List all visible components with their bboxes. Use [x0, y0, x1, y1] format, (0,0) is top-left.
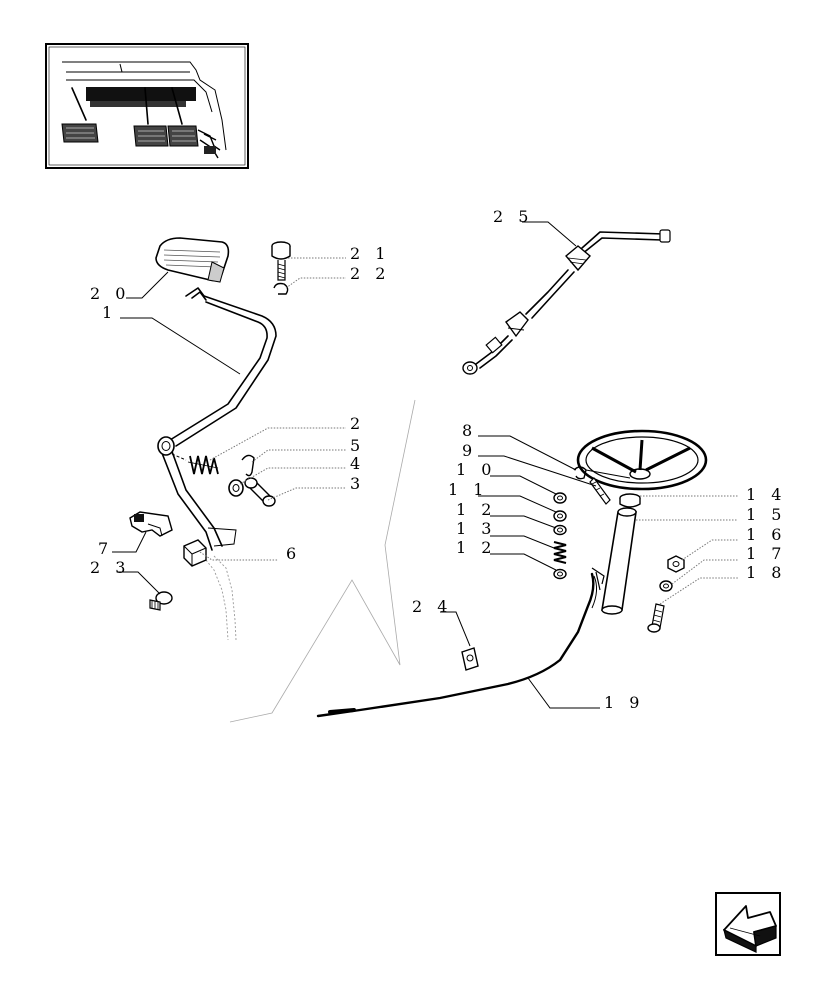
clip-part-24	[461, 647, 479, 671]
washer-part-17	[659, 580, 673, 592]
callout-14: 1 4	[746, 485, 786, 504]
callout-15: 1 5	[746, 505, 786, 524]
callout-20: 2 0	[90, 284, 130, 303]
pedal-pad-part-20	[155, 237, 230, 283]
knob-part-21	[271, 241, 291, 281]
callout-16: 1 6	[746, 525, 786, 544]
locator-thumbnail	[45, 43, 249, 169]
bolt-part-23	[149, 591, 173, 611]
callout-10: 1 0	[456, 460, 496, 479]
bolt-part-18	[647, 603, 665, 633]
steering-wheel	[576, 429, 708, 491]
back-nav-button[interactable]	[715, 892, 781, 956]
callout-11: 1 1	[448, 480, 488, 499]
pedal-assembly	[129, 237, 291, 611]
callout-24: 2 4	[412, 597, 452, 616]
callout-18: 1 8	[746, 563, 786, 582]
steering-assembly	[316, 429, 708, 718]
callout-4: 4	[350, 454, 365, 473]
spring-part-2	[187, 455, 219, 475]
cable-assembly-part-25	[462, 229, 671, 375]
callout-7: 7	[98, 539, 113, 558]
arrow-left-icon	[723, 905, 777, 953]
callout-12a: 1 2	[456, 500, 496, 519]
pin-part-3	[244, 477, 276, 507]
nut-part-10	[553, 492, 567, 504]
callout-13: 1 3	[456, 519, 496, 538]
washer-part-12a	[553, 524, 567, 536]
clip-part-5	[241, 454, 255, 477]
background-outline	[205, 399, 416, 723]
callout-labels: 2 0 1 2 1 2 2 2 5 2 5 4 3 7 2 3 6 8 9 1 …	[90, 207, 786, 712]
clip-part-8	[573, 466, 587, 480]
callout-19: 1 9	[604, 693, 644, 712]
callout-8: 8	[462, 421, 477, 440]
callout-25: 2 5	[493, 207, 533, 226]
pin-part-9	[589, 477, 611, 505]
column-tube-part-15	[591, 507, 637, 615]
callout-3: 3	[350, 474, 365, 493]
circlip-part-22	[273, 282, 289, 295]
washer-part-11	[553, 510, 567, 522]
callout-17: 1 7	[746, 544, 786, 563]
washer-part-12b	[553, 568, 567, 580]
spring-part-13	[553, 541, 567, 564]
callout-21: 2 1	[350, 244, 390, 263]
callout-1: 1	[102, 303, 117, 322]
callout-6: 6	[286, 544, 301, 563]
throttle-cable-part-19	[316, 572, 595, 718]
callout-2: 2	[350, 414, 365, 433]
leader-lines	[112, 221, 738, 709]
bracket-part-7	[129, 511, 173, 537]
pedal-lever-part-1	[157, 287, 277, 551]
callout-5: 5	[350, 436, 365, 455]
callout-23: 2 3	[90, 558, 130, 577]
callout-22: 2 2	[350, 264, 390, 283]
block-part-6	[183, 539, 207, 567]
callout-12b: 1 2	[456, 538, 496, 557]
callout-9: 9	[462, 441, 477, 460]
